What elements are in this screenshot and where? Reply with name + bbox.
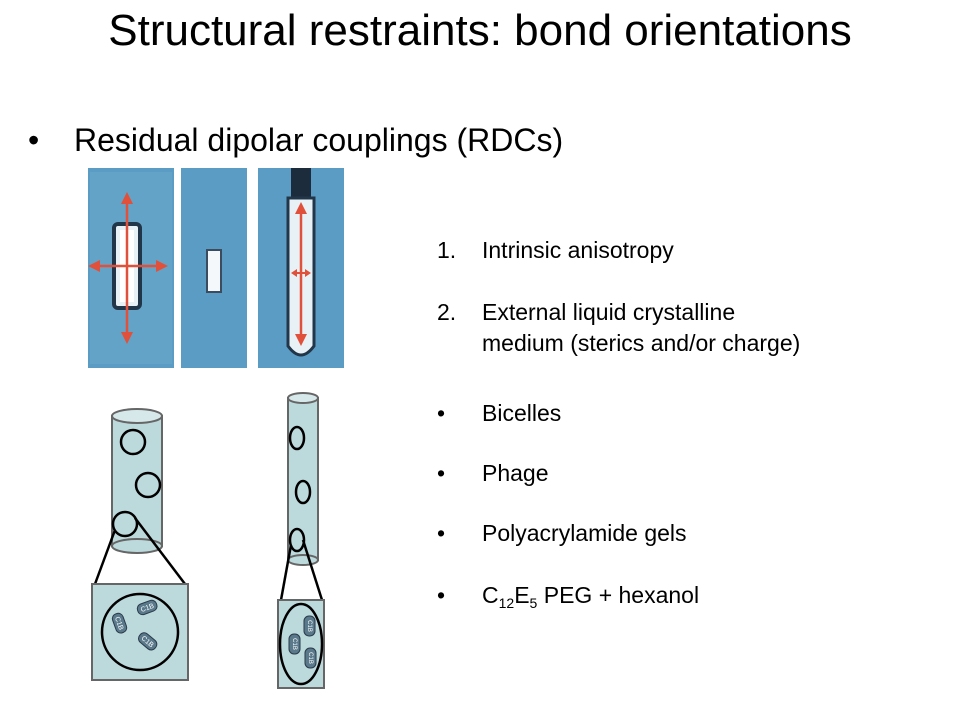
svg-text:C1B: C1B — [307, 652, 313, 664]
svg-text:C1B: C1B — [291, 638, 297, 650]
svg-text:C1B: C1B — [113, 616, 124, 632]
bullet-dot: • — [28, 122, 40, 158]
tube-left: C1B C1B C1B — [91, 408, 189, 681]
slide-title: Structural restraints: bond orientations — [108, 6, 852, 55]
gel-photo-relaxed — [181, 168, 247, 368]
particle-phage: C1B C1B C1B — [288, 615, 317, 669]
particle-bicelle: C1B C1B C1B — [111, 599, 158, 651]
svg-text:C1B: C1B — [140, 635, 155, 649]
main-bullet-text: Residual dipolar couplings (RDCs) — [74, 122, 564, 158]
svg-text:C1B: C1B — [306, 620, 312, 632]
gel-photo-stretched — [88, 168, 174, 368]
gel-photo-tube — [258, 168, 344, 368]
svg-text:C1B: C1B — [140, 603, 156, 614]
tube-right: C1B C1B C1B — [277, 392, 325, 689]
main-bullet: • Residual dipolar couplings (RDCs) — [28, 120, 563, 160]
